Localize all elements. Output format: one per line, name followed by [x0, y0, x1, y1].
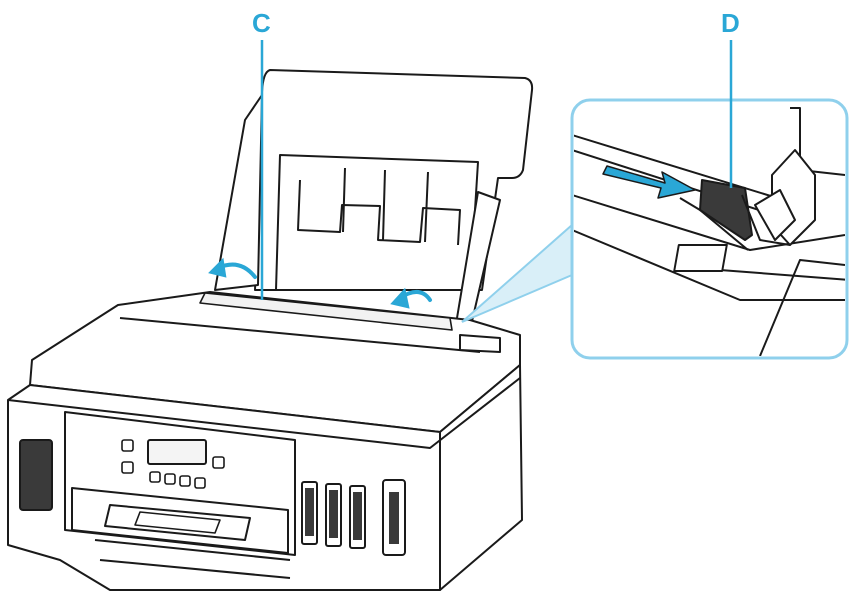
output-tray-stopper — [134, 511, 221, 534]
paper-support-ribs — [297, 167, 461, 246]
paper-support-inner-tab — [275, 154, 479, 291]
curved-arrow-icon — [208, 257, 257, 279]
curved-arrow-icon — [390, 287, 432, 309]
callout-c-label: C — [252, 8, 271, 38]
front-cassette — [94, 539, 291, 579]
top-edge-line — [119, 317, 481, 353]
zoom-guide-clip — [754, 189, 796, 241]
ink-tanks — [301, 479, 406, 556]
zoom-guide-rail — [790, 107, 845, 176]
paper-slot — [199, 292, 453, 331]
zoom-cover — [759, 259, 845, 356]
paper-guide-d-edge — [741, 194, 791, 246]
panel-button — [164, 473, 176, 485]
lcd-screen — [147, 439, 207, 465]
panel-button — [179, 475, 191, 487]
callout-d-label: D — [721, 8, 740, 38]
ink-tank-window — [353, 492, 362, 540]
left-vent — [19, 439, 53, 511]
front-ledge — [7, 377, 521, 449]
zoom-paper-edge — [679, 197, 749, 251]
right-arrow-icon — [602, 165, 696, 199]
paper-support-front — [214, 94, 263, 291]
zoom-panel-left — [574, 229, 845, 301]
zoom-frame — [570, 98, 849, 360]
panel-button — [194, 477, 206, 489]
panel-button — [149, 471, 161, 483]
rear-cover-handle — [459, 334, 501, 353]
panel-button — [121, 439, 134, 452]
panel-buttons — [121, 439, 225, 489]
ink-tank-window — [329, 490, 338, 538]
panel-button — [212, 456, 225, 469]
zoom-label-area — [673, 244, 728, 272]
zoom-detail — [570, 98, 849, 360]
panel-button — [121, 461, 134, 474]
ink-tank-window — [389, 492, 399, 544]
paper-guide-d — [699, 179, 753, 241]
printer — [7, 69, 534, 591]
ink-tank-window — [305, 488, 314, 536]
